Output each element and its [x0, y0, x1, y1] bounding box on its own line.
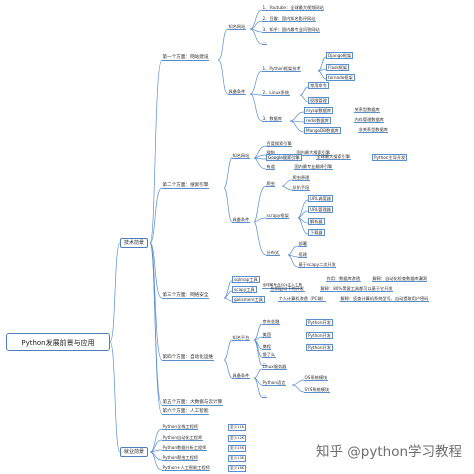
- job-fullstack[interactable]: Python全栈工程师: [162, 424, 199, 430]
- search-crawler-principle[interactable]: 爬虫原理: [292, 175, 310, 181]
- web-linux-perms[interactable]: 权限管理: [308, 97, 329, 104]
- zhihu-watermark: 知乎 @python学习教程: [316, 444, 463, 460]
- security-golismero[interactable]: golismero工具: [232, 296, 265, 303]
- web-db-mangodb-desc[interactable]: 非关系型数据库: [358, 127, 389, 133]
- ops-famous-label[interactable]: 知名平台: [232, 335, 250, 341]
- search-famous-label[interactable]: 知名网站: [232, 153, 250, 159]
- security-golismero-explain[interactable]: 解释：侦查计算机系统型号，自动提取用户密码: [340, 296, 429, 302]
- job-automation-salary[interactable]: 至少12K: [228, 435, 247, 442]
- ops-eleme[interactable]: 饿了么: [262, 352, 276, 358]
- search-crawler-anti[interactable]: 反扒手段: [292, 185, 310, 191]
- ops-jd[interactable]: 京东金融: [262, 319, 280, 325]
- ops-conditions-more[interactable]: ...: [262, 392, 267, 398]
- search-google-desc[interactable]: 全球最大搜索引擎: [316, 154, 351, 160]
- category-jobs[interactable]: 就业前景: [120, 447, 149, 457]
- search-scapy-note[interactable]: 基于scapy二次开发: [298, 262, 337, 268]
- security-sqlmap-note[interactable]: 全球最专业SQL注入工具: [262, 283, 303, 289]
- ops-platform-more[interactable]: ...: [262, 360, 267, 366]
- ops-conditions-label[interactable]: 具备条件: [232, 373, 250, 379]
- security-scapy-desc[interactable]: 应用层以下的开发: [270, 286, 305, 292]
- web-db-redis-desc[interactable]: 内存管理数据库: [354, 117, 385, 123]
- search-conditions-label[interactable]: 具备条件: [232, 217, 250, 223]
- security-sqlmap-desc[interactable]: 作用：数据库渗透: [326, 276, 361, 282]
- search-youdao-desc[interactable]: 国内最专业翻译引擎: [294, 164, 333, 170]
- web-linux[interactable]: 2、Linux系统: [262, 90, 290, 96]
- ops-sys-module[interactable]: SYS系统模块: [304, 387, 330, 393]
- ops-py-lang[interactable]: Python语言: [262, 380, 286, 386]
- search-crawler[interactable]: 爬虫: [266, 181, 276, 187]
- search-google-extra[interactable]: Python主导开发: [372, 154, 408, 161]
- ops-meituan-desc[interactable]: Python开发: [306, 332, 333, 339]
- web-linux-cmds[interactable]: 常用命令: [308, 82, 329, 89]
- ops-ctrip-desc[interactable]: Python开发: [306, 344, 333, 351]
- ops-os-module[interactable]: OS系统模块: [304, 375, 328, 381]
- search-deploy[interactable]: 部署: [298, 241, 308, 247]
- search-url-manager[interactable]: URL管理器: [308, 206, 333, 213]
- web-py-framework[interactable]: 1、Python框架技术: [262, 66, 302, 72]
- category-tech[interactable]: 技术前景: [120, 238, 149, 248]
- aspect-bigdata[interactable]: 第五个方面：大数据与云计算: [162, 400, 223, 406]
- security-scapy-explain[interactable]: 解释：80%黑客工具都可以基于它开发: [320, 286, 394, 292]
- search-baidu[interactable]: 百度搜索引擎: [266, 141, 293, 147]
- job-fullstack-salary[interactable]: 至少11K: [228, 424, 247, 431]
- job-data-analysis[interactable]: Python数据分析工程师: [162, 445, 207, 451]
- security-sqlmap-explain[interactable]: 解释：自动化检查数据库漏洞: [372, 276, 428, 282]
- web-flask[interactable]: Flask框架: [326, 64, 350, 71]
- search-url-scheduler[interactable]: URL调度器: [308, 195, 333, 202]
- search-build[interactable]: 搭建: [298, 252, 308, 258]
- search-downloader[interactable]: 下载器: [308, 229, 325, 236]
- job-crawler-salary[interactable]: 至少13K: [228, 455, 247, 462]
- job-ai-salary[interactable]: 至少18K: [228, 465, 247, 472]
- web-tornado[interactable]: tornado框架: [326, 74, 355, 81]
- ops-linux-server[interactable]: Linux服务器: [262, 364, 287, 370]
- web-db-mangodb[interactable]: MangoDB数据库: [304, 127, 341, 134]
- web-site-douban[interactable]: 2、豆瓣：国内知名影评网站: [262, 16, 316, 22]
- aspect-ai[interactable]: 第六个方面：人工智能: [162, 409, 209, 415]
- web-db[interactable]: 3、数据库: [262, 116, 283, 122]
- job-ai[interactable]: Python+人工智能工程师: [162, 465, 211, 471]
- root-topic[interactable]: Python发展前景与应用: [6, 333, 110, 351]
- aspect-search[interactable]: 第二个方面：搜索引擎: [162, 183, 209, 189]
- job-data-analysis-salary[interactable]: 至少15K: [228, 445, 247, 452]
- web-db-mysql-desc[interactable]: 关系型数据库: [354, 107, 381, 113]
- search-google[interactable]: Google搜索引擎: [266, 154, 302, 161]
- web-db-mysql[interactable]: mysql数据库: [304, 107, 334, 114]
- web-site-youtube[interactable]: 1、Youtube：全球最大视频网站: [262, 5, 325, 11]
- search-scrapy[interactable]: scrapy框架: [266, 213, 290, 219]
- security-scapy[interactable]: scapy工具: [232, 286, 257, 293]
- web-django[interactable]: Django框架: [326, 52, 354, 59]
- search-youdao[interactable]: 有道: [266, 164, 276, 170]
- aspect-web[interactable]: 第一个方面：网站建设: [162, 55, 209, 61]
- job-crawler[interactable]: Python爬虫工程师: [162, 455, 199, 461]
- job-automation[interactable]: Python自动化工程师: [162, 435, 203, 441]
- ops-ctrip[interactable]: 携程: [262, 344, 272, 350]
- ops-jd-desc[interactable]: Python开发: [306, 319, 333, 326]
- web-site-more[interactable]: ...: [262, 39, 267, 45]
- search-distributed[interactable]: 分布式: [266, 250, 280, 256]
- ops-meituan[interactable]: 美团: [262, 332, 272, 338]
- security-golismero-desc[interactable]: 个人计算机渗透（PC端）: [278, 296, 327, 302]
- search-parser[interactable]: 解析器: [308, 218, 325, 225]
- web-db-redis[interactable]: redis数据库: [304, 117, 331, 124]
- aspect-security[interactable]: 第三个方面：网络安全: [162, 293, 209, 299]
- aspect-ops[interactable]: 第四个方面：自动化运维: [162, 355, 214, 361]
- web-famous-label[interactable]: 知名网站: [228, 24, 246, 30]
- search-sogou-desc[interactable]: 国内最大搜索引擎: [296, 150, 331, 156]
- security-sqlmap[interactable]: sqlmap工具: [232, 276, 260, 283]
- web-conditions-label[interactable]: 具备条件: [228, 89, 246, 95]
- web-site-zhihu[interactable]: 3、知乎：国内最专业问答网站: [262, 27, 321, 33]
